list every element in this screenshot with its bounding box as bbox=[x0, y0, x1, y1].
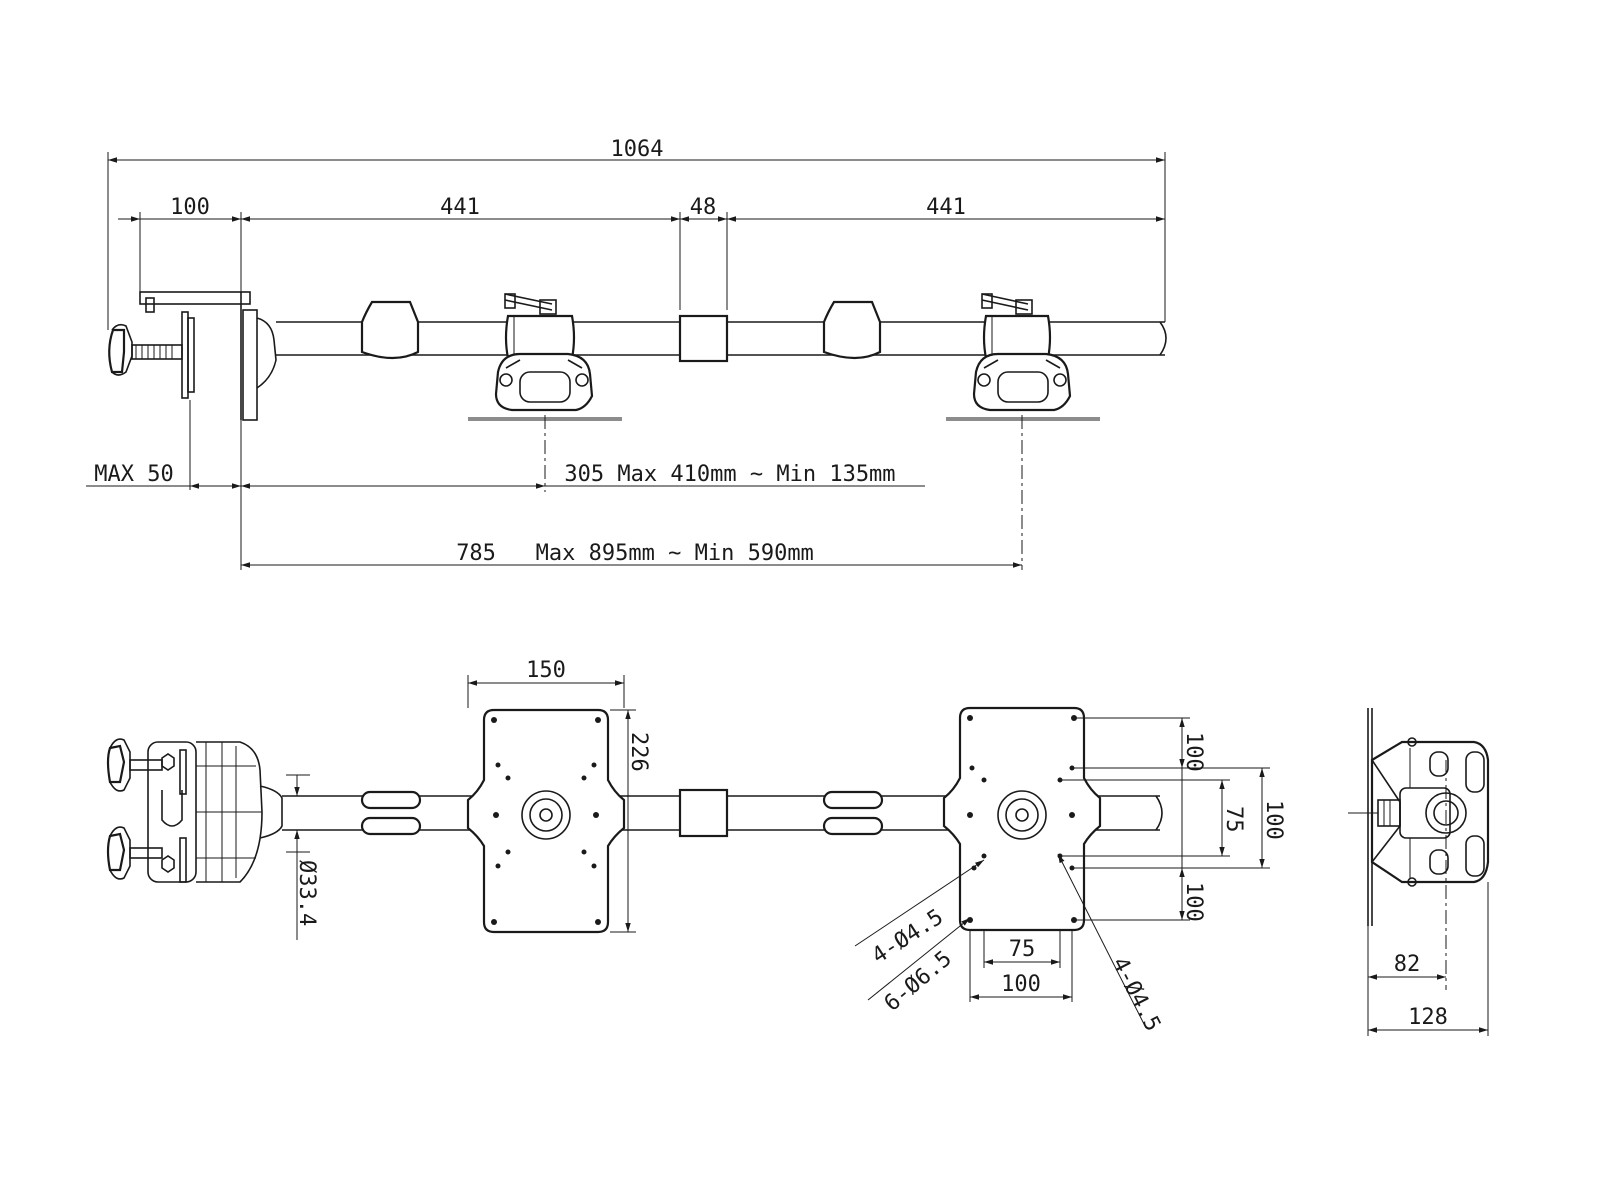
dim-vertical-100: 100 bbox=[1261, 800, 1286, 840]
label-holes-c: 4-Ø4.5 bbox=[1107, 953, 1165, 1035]
dim-hole-spacing-100: 100 bbox=[1001, 972, 1041, 997]
cable-clip-front-left bbox=[360, 790, 422, 836]
dim-second-mount: 785 Max 895mm ~ Min 590mm bbox=[456, 541, 814, 566]
desk-clamp-front bbox=[106, 738, 283, 883]
center-coupler-front bbox=[678, 788, 729, 838]
desk-clamp-top bbox=[108, 291, 277, 421]
dim-clamp-offset: 100 bbox=[170, 195, 210, 220]
cable-clip-right bbox=[822, 300, 882, 360]
front-view: Ø33.4 bbox=[106, 658, 1286, 1036]
top-view: 1064 100 441 48 441 bbox=[86, 137, 1167, 570]
dim-plate-width: 150 bbox=[526, 658, 566, 683]
dim-overall-length: 1064 bbox=[611, 137, 664, 162]
side-view: 82 128 bbox=[1348, 708, 1490, 1036]
dim-arm-left: 441 bbox=[440, 195, 480, 220]
cable-clip-front-right bbox=[822, 790, 884, 836]
dim-side-depth-82: 82 bbox=[1394, 952, 1421, 977]
dim-hole-spacing-75: 75 bbox=[1009, 937, 1036, 962]
vesa-plate-left bbox=[466, 708, 626, 934]
dim-vertical-75: 75 bbox=[1221, 806, 1246, 833]
center-coupler bbox=[678, 314, 729, 363]
dim-plate-height: 226 bbox=[626, 732, 651, 772]
cable-clip-left bbox=[360, 300, 420, 360]
dim-first-mount: 305 Max 410mm ~ Min 135mm bbox=[564, 462, 895, 487]
dim-side-depth-128: 128 bbox=[1408, 1005, 1448, 1030]
mount-head-left bbox=[468, 293, 622, 421]
mount-head-right bbox=[946, 293, 1100, 421]
dim-clamp-max: MAX 50 bbox=[94, 462, 173, 487]
dim-vertical-100-bottom: 100 bbox=[1181, 882, 1206, 922]
dim-center-coupler: 48 bbox=[690, 195, 717, 220]
vesa-plate-right bbox=[942, 706, 1102, 932]
dim-arm-right: 441 bbox=[926, 195, 966, 220]
dim-pole-diameter: Ø33.4 bbox=[294, 860, 319, 926]
dim-vertical-100-top: 100 bbox=[1181, 732, 1206, 772]
